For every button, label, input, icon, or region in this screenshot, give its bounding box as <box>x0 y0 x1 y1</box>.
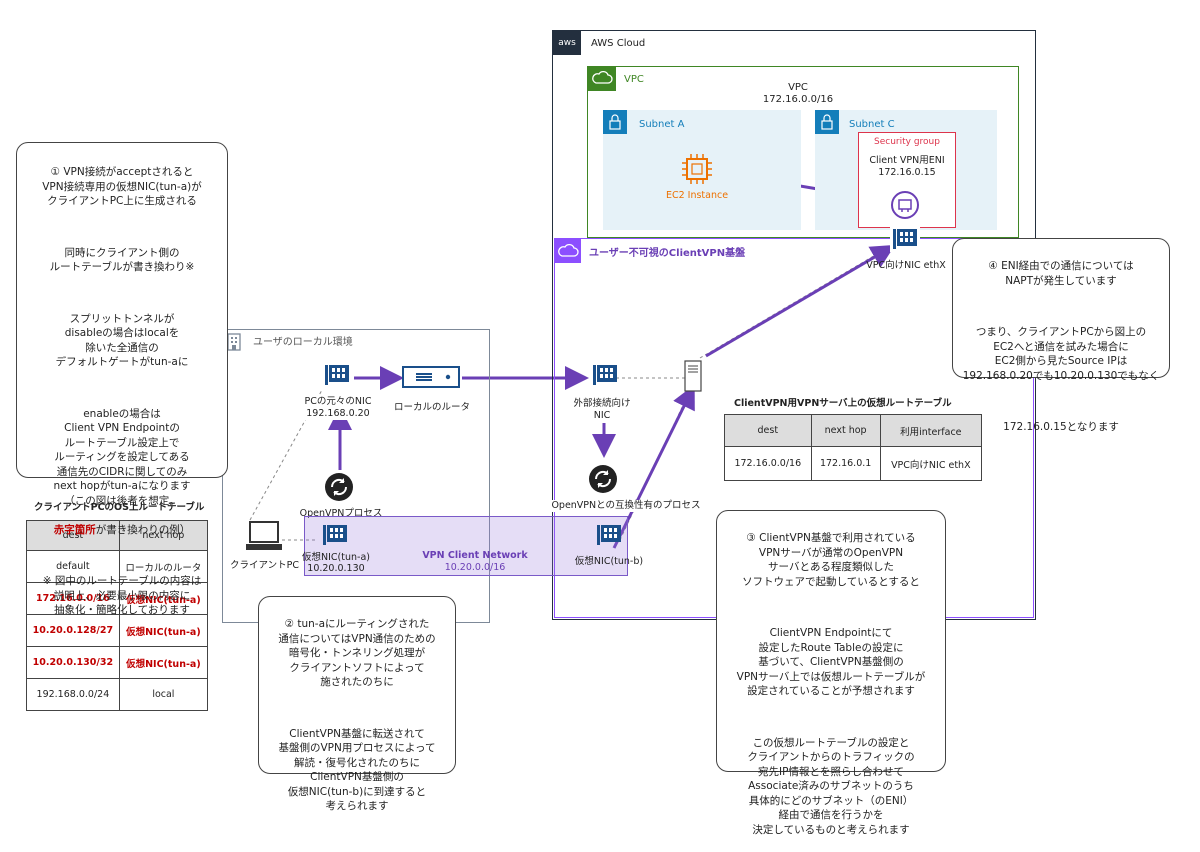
note-3-p3: この仮想ルートテーブルの設定と クライアントからのトラフィックの 宛先IP情報と… <box>747 736 915 836</box>
cloud-icon <box>555 239 581 263</box>
vpc-group: VPC VPC 172.16.0.0/16 <box>587 66 1019 238</box>
client-table-title: クライアントPCのOS上ルートテーブル <box>34 502 205 513</box>
server-table-title: ClientVPN用VPNサーバ上の仮想ルートテーブル <box>734 398 952 409</box>
note-1: ① VPN接続がacceptされると VPN接続専用の仮想NIC(tun-a)が… <box>16 142 228 616</box>
ext-nic-label: 外部接続向け NIC <box>560 398 644 423</box>
eni-icon <box>890 190 920 220</box>
tun-a-label: 仮想NIC(tun-a) <box>302 552 370 563</box>
security-group-label: Security group <box>874 137 940 147</box>
pc-nic-label: PCの元々のNIC <box>286 396 390 409</box>
note-2-p2: ClientVPN基盤に転送されて 基盤側のVPN用プロセスによって 解読・復号… <box>278 727 436 813</box>
vpc-label: VPC <box>624 74 644 85</box>
aws-cloud-title: AWS Cloud <box>591 38 646 49</box>
table-cell: 192.168.0.0/24 <box>26 678 120 711</box>
note-4-p3: 172.16.0.15となります <box>1003 421 1119 434</box>
vpc-nic-icon <box>890 226 920 252</box>
note-1-p5: ※ 図中のルートテーブルの内容は 説明上、必要最小限の内容に 抽象化・簡略化して… <box>42 575 202 617</box>
local-env-title: ユーザのローカル環境 <box>253 337 353 348</box>
table-cell: 172.16.0.1 <box>810 446 881 481</box>
note-1-p1: ① VPN接続がacceptされると VPN接続専用の仮想NIC(tun-a)が… <box>42 166 202 208</box>
note-1-p3: スプリットトンネルが disableの場合はlocalを 除いた全通信の デフォ… <box>55 312 189 369</box>
lock-icon <box>603 110 627 134</box>
note-1-p2: 同時にクライアント側の ルートテーブルが書き換わり※ <box>49 246 195 274</box>
table-row-highlight: 10.20.0.130/32 仮想NIC(tun-a) <box>26 646 209 679</box>
subnet-c-label: Subnet C <box>849 119 895 130</box>
tun-b-label: 仮想NIC(tun-b) <box>574 556 644 567</box>
arrow-server-to-vpc-nic <box>705 244 896 358</box>
openvpn-compat-label: OpenVPNとの互換性有のプロセス <box>546 500 706 513</box>
table-row: 192.168.0.0/24 local <box>26 678 209 711</box>
tun-a-ip: 10.20.0.130 <box>307 563 365 574</box>
sync-icon <box>324 472 354 502</box>
ec2-label: EC2 Instance <box>665 190 729 201</box>
lock-icon <box>815 110 839 134</box>
tun-a-icon <box>320 522 350 548</box>
vpc-icon <box>588 67 616 91</box>
table-cell: ローカルのルータ <box>118 550 209 583</box>
vpc-cidr: 172.16.0.0/16 <box>762 94 834 105</box>
eni-label: Client VPN用ENI <box>869 155 945 166</box>
table-cell: 172.16.0.0/16 <box>26 582 120 615</box>
table-row: default ローカルのルータ <box>26 550 209 583</box>
table-row-highlight: 172.16.0.0/16 仮想NIC(tun-a) <box>26 582 209 615</box>
vpc-nic-label: VPC向けNIC ethX <box>866 260 946 271</box>
note-4: ④ ENI経由での通信については NAPTが発生しています つまり、クライアント… <box>952 238 1170 433</box>
note-4-p1: ④ ENI経由での通信については NAPTが発生しています <box>988 260 1134 287</box>
ext-nic-icon <box>590 362 620 388</box>
sync-icon <box>588 464 618 494</box>
client-pc-label: クライアントPC <box>230 560 299 571</box>
note-3: ③ ClientVPN基盤で利用されている VPNサーバが通常のOpenVPN … <box>716 510 946 836</box>
table-cell: local <box>118 678 209 711</box>
table-row-highlight: 10.20.0.128/27 仮想NIC(tun-a) <box>26 614 209 647</box>
client-route-table: dest next hop default ローカルのルータ 172.16.0.… <box>26 520 209 711</box>
subnet-a-label: Subnet A <box>639 119 685 130</box>
building-icon <box>223 330 245 354</box>
table-cell: VPC向けNIC ethX <box>879 446 983 481</box>
table-row: 172.16.0.0/16 172.16.0.1 VPC向けNIC ethX <box>724 446 983 481</box>
vpn-client-network-title: VPN Client Network <box>422 550 528 561</box>
note-1-red-text: 赤字箇所 <box>53 523 96 536</box>
note-1-p4-tail: が書き換わりの例） <box>95 523 191 536</box>
aws-logo: aws <box>553 31 581 55</box>
table-cell: 172.16.0.0/16 <box>724 446 812 481</box>
pc-nic-icon <box>322 362 352 388</box>
table-cell: 仮想NIC(tun-a) <box>118 614 209 647</box>
tun-b-icon <box>594 522 624 548</box>
table-header: next hop <box>810 414 881 447</box>
table-header: dest <box>724 414 812 447</box>
pc-nic-ip: 192.168.0.20 <box>286 408 390 421</box>
note-3-p2: ClientVPN Endpointにて 設定したRoute Tableの設定に… <box>736 627 926 698</box>
vpc-name: VPC <box>788 82 808 93</box>
server-icon <box>684 360 702 392</box>
note-3-p1: ③ ClientVPN基盤で利用されている VPNサーバが通常のOpenVPN … <box>742 532 920 588</box>
router-label: ローカルのルータ <box>393 402 470 413</box>
table-cell: 10.20.0.130/32 <box>26 646 120 679</box>
table-header: dest <box>26 520 120 551</box>
eni-ip: 172.16.0.15 <box>878 167 936 178</box>
note-2: ② tun-aにルーティングされた 通信についてはVPN通信のための 暗号化・ト… <box>258 596 456 812</box>
vpn-client-network: VPN Client Network 10.20.0.0/16 <box>304 516 628 576</box>
note-1-p4: enableの場合は Client VPN Endpointの ルートテーブル設… <box>53 407 191 507</box>
vpn-client-network-cidr: 10.20.0.0/16 <box>444 562 506 573</box>
note-4-p2: つまり、クライアントPCから図上の EC2へと通信を試みた場合に EC2側から見… <box>962 326 1160 382</box>
note-2-p1: ② tun-aにルーティングされた 通信についてはVPN通信のための 暗号化・ト… <box>278 618 436 689</box>
openvpn-process-label: OpenVPNプロセス <box>286 508 396 521</box>
server-route-table: dest next hop 利用interface 172.16.0.0/16 … <box>724 414 983 481</box>
laptop-icon <box>244 520 284 554</box>
ec2-chip-icon <box>680 152 714 186</box>
table-cell: 仮想NIC(tun-a) <box>118 646 209 679</box>
clientvpn-base-title: ユーザー不可視のClientVPN基盤 <box>589 248 746 259</box>
table-header: next hop <box>118 520 209 551</box>
router-icon <box>402 366 460 388</box>
